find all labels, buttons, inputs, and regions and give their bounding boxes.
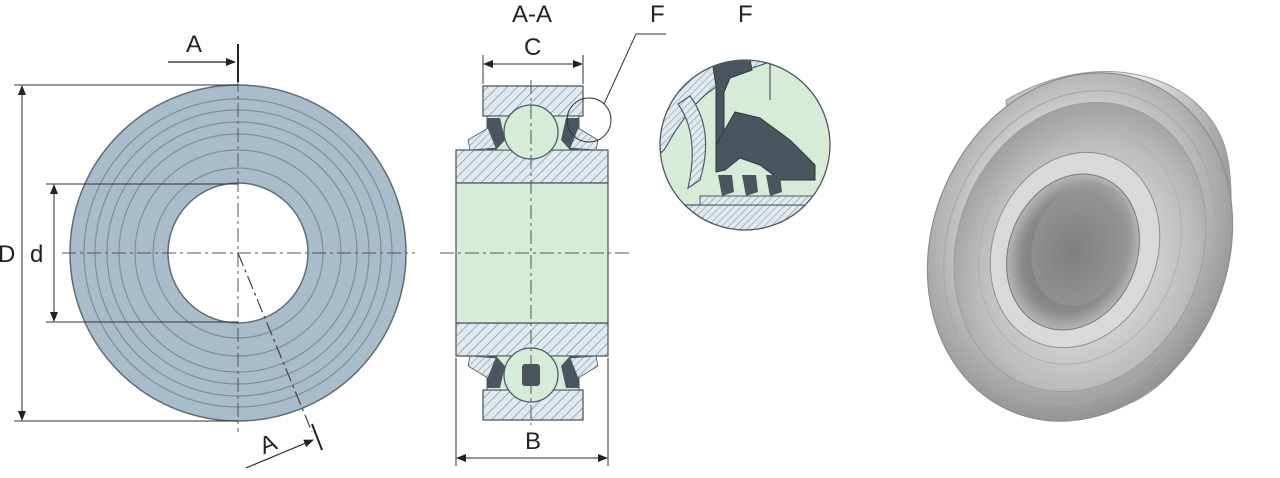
section-marker-top: A <box>168 31 239 82</box>
bearing-photo <box>926 71 1234 422</box>
detail-F-view <box>659 59 831 231</box>
dimension-d: d <box>30 183 238 323</box>
front-view <box>62 78 415 433</box>
section-title: A-A <box>512 1 552 28</box>
detail-F-marker <box>566 97 612 143</box>
detail-F-callout-label: F <box>650 1 665 28</box>
dim-D-label: D <box>0 241 15 268</box>
section-A-top-label: A <box>186 31 202 58</box>
dim-B-label: B <box>525 428 541 455</box>
section-view <box>440 33 666 425</box>
bore-section <box>455 182 609 324</box>
outer-ring-bottom <box>482 389 584 421</box>
dimension-D: D <box>0 84 238 422</box>
section-marker-bottom: A <box>245 423 323 469</box>
dimension-B: B <box>455 358 609 466</box>
dim-d-label: d <box>30 241 43 268</box>
section-A-bottom-label: A <box>256 429 281 460</box>
section-cut-line <box>237 252 313 433</box>
detail-F-title: F <box>738 1 753 28</box>
dimension-C: C <box>482 34 584 84</box>
dim-C-label: C <box>524 34 541 61</box>
